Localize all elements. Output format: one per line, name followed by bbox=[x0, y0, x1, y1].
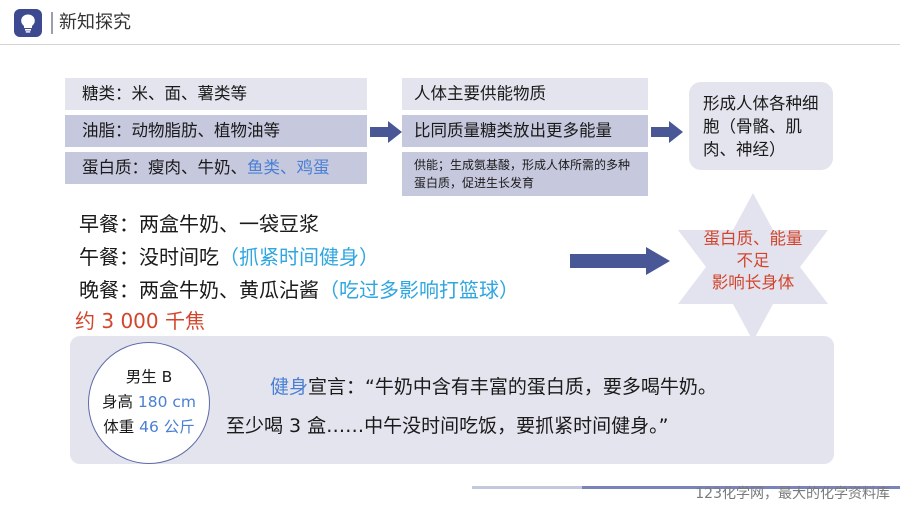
protein-function-text: 供能；生成氨基酸，形成人体所需的多种蛋白质，促进生长发育 bbox=[414, 158, 631, 190]
footer-watermark: 123化学网，最大的化学资料库 bbox=[695, 486, 890, 502]
person-card: 男生 B 身高 180 cm 体重 46 公斤 bbox=[88, 342, 210, 464]
meal-dinner: 晚餐：两盒牛奶、黄瓜沾酱（吃过多影响打篮球） bbox=[79, 276, 519, 304]
star-burst-icon bbox=[678, 193, 828, 341]
star-line: 影响长身体 bbox=[711, 273, 795, 292]
meal-text: 午餐：没时间吃 bbox=[79, 245, 219, 269]
footer-line-dark bbox=[582, 486, 900, 489]
food-source-carbs: 糖类：米、面、薯类等 bbox=[65, 78, 367, 110]
cell-formation-box: 形成人体各种细胞（骨骼、肌肉、神经） bbox=[689, 82, 833, 170]
lightbulb-icon bbox=[14, 9, 42, 37]
food-source-items: 米、面、薯类等 bbox=[131, 84, 248, 103]
height-value: 180 cm bbox=[137, 393, 197, 411]
star-line: 不足 bbox=[736, 251, 770, 270]
person-name: 男生 B bbox=[125, 368, 173, 386]
energy-total: 约 3 000 千焦 bbox=[75, 309, 205, 333]
person-weight: 体重 46 公斤 bbox=[103, 418, 195, 436]
arrow-right-icon bbox=[370, 121, 402, 143]
arrow-right-icon bbox=[651, 121, 683, 143]
weight-value: 46 公斤 bbox=[139, 418, 195, 436]
meal-note: （吃过多影响打篮球） bbox=[319, 278, 519, 302]
function-box-protein: 供能；生成氨基酸，形成人体所需的多种蛋白质，促进生长发育 bbox=[402, 152, 648, 196]
function-box-energy: 人体主要供能物质 bbox=[402, 78, 648, 110]
footer-line-light bbox=[472, 486, 582, 489]
declaration-text: 宣言：“牛奶中含有丰富的蛋白质，要多喝牛奶。 bbox=[308, 376, 717, 398]
declaration-line-1: 健身宣言：“牛奶中含有丰富的蛋白质，要多喝牛奶。 bbox=[270, 373, 717, 401]
header-separator bbox=[51, 12, 53, 34]
arrow-right-icon bbox=[570, 247, 670, 275]
meal-note: （抓紧时间健身） bbox=[219, 245, 379, 269]
cell-formation-text: 形成人体各种细胞（骨骼、肌肉、神经） bbox=[703, 94, 819, 159]
meal-lunch: 午餐：没时间吃（抓紧时间健身） bbox=[79, 243, 379, 271]
meal-text: 晚餐：两盒牛奶、黄瓜沾酱 bbox=[79, 278, 319, 302]
star-line: 蛋白质、能量 bbox=[703, 229, 803, 248]
person-height: 身高 180 cm bbox=[101, 393, 197, 411]
food-source-items: 动物脂肪、植物油等 bbox=[131, 121, 281, 140]
meal-text: 早餐：两盒牛奶、一袋豆浆 bbox=[79, 212, 319, 236]
food-source-label: 油脂： bbox=[82, 121, 132, 140]
function-box-more-energy: 比同质量糖类放出更多能量 bbox=[402, 115, 648, 147]
food-source-label: 蛋白质： bbox=[82, 158, 148, 177]
declaration-highlight: 健身 bbox=[270, 376, 309, 398]
food-source-protein: 蛋白质：瘦肉、牛奶、鱼类、鸡蛋 bbox=[65, 152, 367, 184]
food-source-items: 瘦肉、牛奶、 bbox=[148, 158, 247, 177]
function-text: 人体主要供能物质 bbox=[414, 84, 546, 103]
food-source-fats: 油脂：动物脂肪、植物油等 bbox=[65, 115, 367, 147]
meal-breakfast: 早餐：两盒牛奶、一袋豆浆 bbox=[79, 210, 319, 238]
function-text: 比同质量糖类放出更多能量 bbox=[414, 121, 612, 140]
food-source-label: 糖类： bbox=[82, 84, 132, 103]
declaration-line-2: 至少喝 3 盒……中午没时间吃饭，要抓紧时间健身。” bbox=[226, 415, 669, 437]
page-title: 新知探究 bbox=[59, 12, 131, 33]
header-divider bbox=[0, 44, 900, 45]
food-source-highlight: 鱼类、鸡蛋 bbox=[247, 158, 330, 177]
star-text: 蛋白质、能量 不足 影响长身体 bbox=[673, 228, 833, 294]
